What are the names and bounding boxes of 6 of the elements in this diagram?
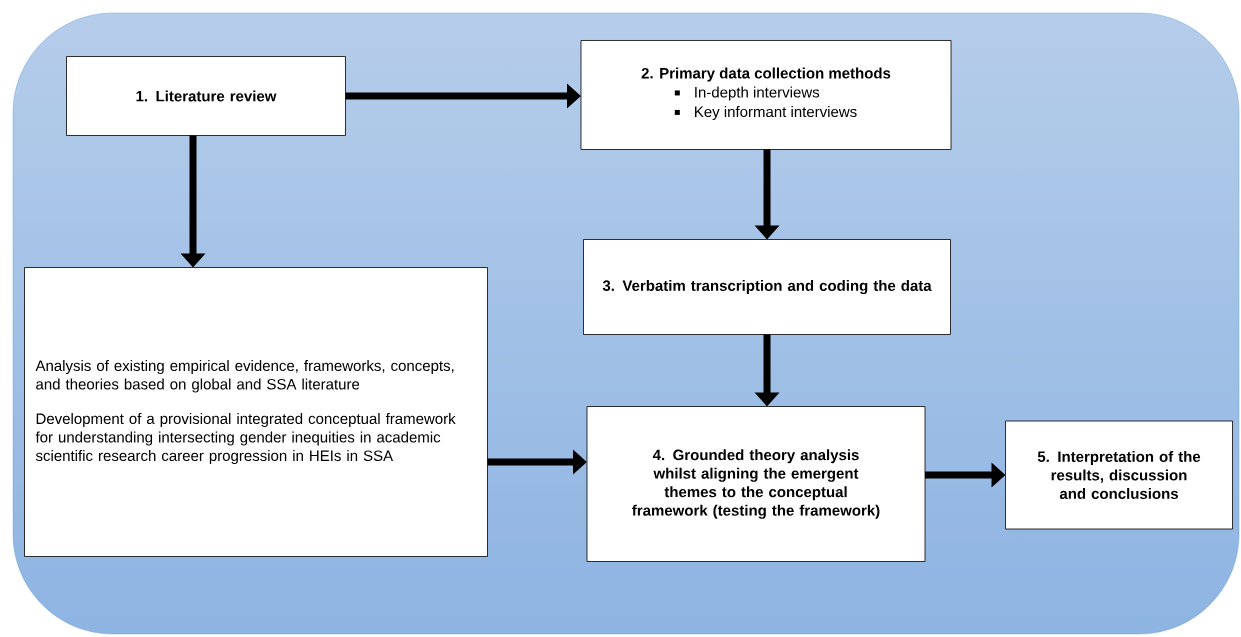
process-box: 2. Primary data collection methods In-depth interviews Key informant interviews [580,40,952,150]
process-box: 5. Interpretation of the results, discussion and conclusions [1005,420,1233,530]
process-box: 1. Literature review [66,56,346,136]
process-box: Analysis of existing empirical evidence, frameworks, concepts, and theories based on global and SSA literature Development of a provisional integrated conceptual framework for understanding intersecting gender inequities in academic scientific research career progression in HEIs in SSA [24,267,488,557]
process-box: 4. Grounded theory analysis whilst aligning the emergent themes to the conceptual framework (testing the framework) [586,406,926,562]
process-box: 3. Verbatim transcription and coding the data [583,239,951,335]
